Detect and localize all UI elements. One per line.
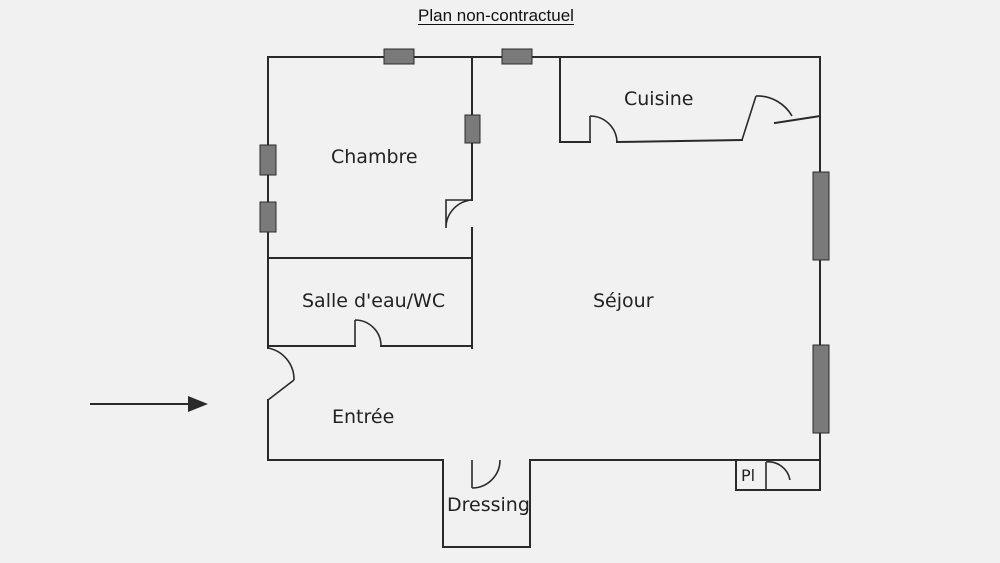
door-chambre <box>445 199 473 229</box>
room-label-dressing: Dressing <box>447 494 530 516</box>
door-salle-eau <box>354 319 382 347</box>
room-label-chambre: Chambre <box>331 146 418 168</box>
entry-arrow-icon <box>90 396 208 412</box>
room-label-placard: Pl <box>741 466 756 485</box>
room-label-salle-eau: Salle d'eau/WC <box>302 290 446 312</box>
wall-cuisine-left <box>559 56 591 143</box>
window-left-upper <box>259 144 277 176</box>
window-left-lower <box>259 201 277 233</box>
pl-cupboard-wall <box>735 459 821 491</box>
door-pl <box>765 461 791 490</box>
room-label-sejour: Séjour <box>593 290 654 312</box>
wall-cuisine-bottom <box>615 138 744 144</box>
wall-dressing <box>442 459 531 548</box>
room-label-entree: Entrée <box>332 406 395 428</box>
plan-title: Plan non-contractuel <box>418 6 574 25</box>
window-chambre-partition <box>464 114 481 144</box>
door-cuisine <box>589 115 618 143</box>
window-top-sejour <box>501 48 533 65</box>
room-label-cuisine: Cuisine <box>624 88 694 110</box>
wall-cuisine-door-right <box>773 114 822 125</box>
window-right-lower <box>812 344 830 434</box>
window-right-upper <box>812 171 830 261</box>
door-cuisine-side <box>741 95 793 141</box>
door-dressing <box>471 459 501 489</box>
door-entree <box>267 347 295 401</box>
window-top-chambre <box>383 48 415 65</box>
